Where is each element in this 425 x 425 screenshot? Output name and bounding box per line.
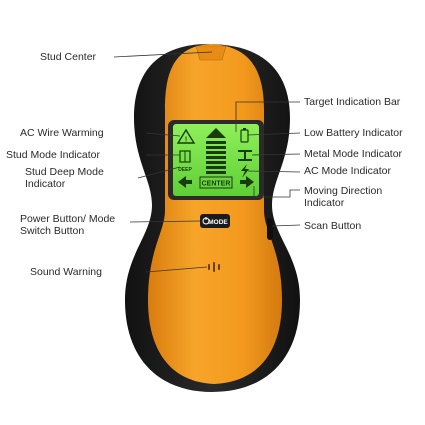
speaker-grille (208, 262, 220, 272)
label-moving-direction-indicator: Moving Direction Indicator (304, 185, 383, 209)
leader-lines (113, 51, 301, 273)
warning-mark: ! (185, 137, 187, 144)
label-stud-mode-indicator: Stud Mode Indicator (6, 149, 100, 161)
center-label: CENTER (202, 181, 231, 188)
label-low-battery-indicator: Low Battery Indicator (304, 127, 403, 139)
label-scan-button: Scan Button (304, 220, 362, 232)
stud-deep-label: DEEP (178, 167, 192, 173)
label-ac-wire-warming: AC Wire Warming (20, 127, 104, 139)
label-sound-warning: Sound Warning (30, 266, 102, 278)
right-arrow-icon (240, 176, 254, 188)
target-indication-bar (206, 128, 226, 174)
ac-warning-icon (176, 128, 196, 144)
center-label-box (199, 176, 233, 189)
scan-button[interactable] (267, 218, 273, 240)
label-target-indication-bar: Target Indication Bar (304, 96, 401, 108)
lcd-screen (173, 124, 259, 196)
label-ac-mode-indicator: AC Mode Indicator (304, 165, 391, 177)
power-mode-button[interactable] (200, 214, 230, 228)
stud-center-notch (195, 45, 227, 61)
label-metal-mode-indicator: Metal Mode Indicator (304, 148, 403, 160)
ac-mode-icon (241, 164, 249, 178)
label-stud-center: Stud Center (40, 51, 97, 63)
mode-button-label: MODE (208, 219, 228, 226)
metal-mode-icon (238, 150, 252, 161)
left-arrow-icon (178, 176, 192, 188)
label-power-mode-button: Power Button/ Mode Switch Button (20, 213, 116, 237)
label-stud-deep-mode-indicator: Stud Deep Mode Indicator (25, 166, 104, 190)
